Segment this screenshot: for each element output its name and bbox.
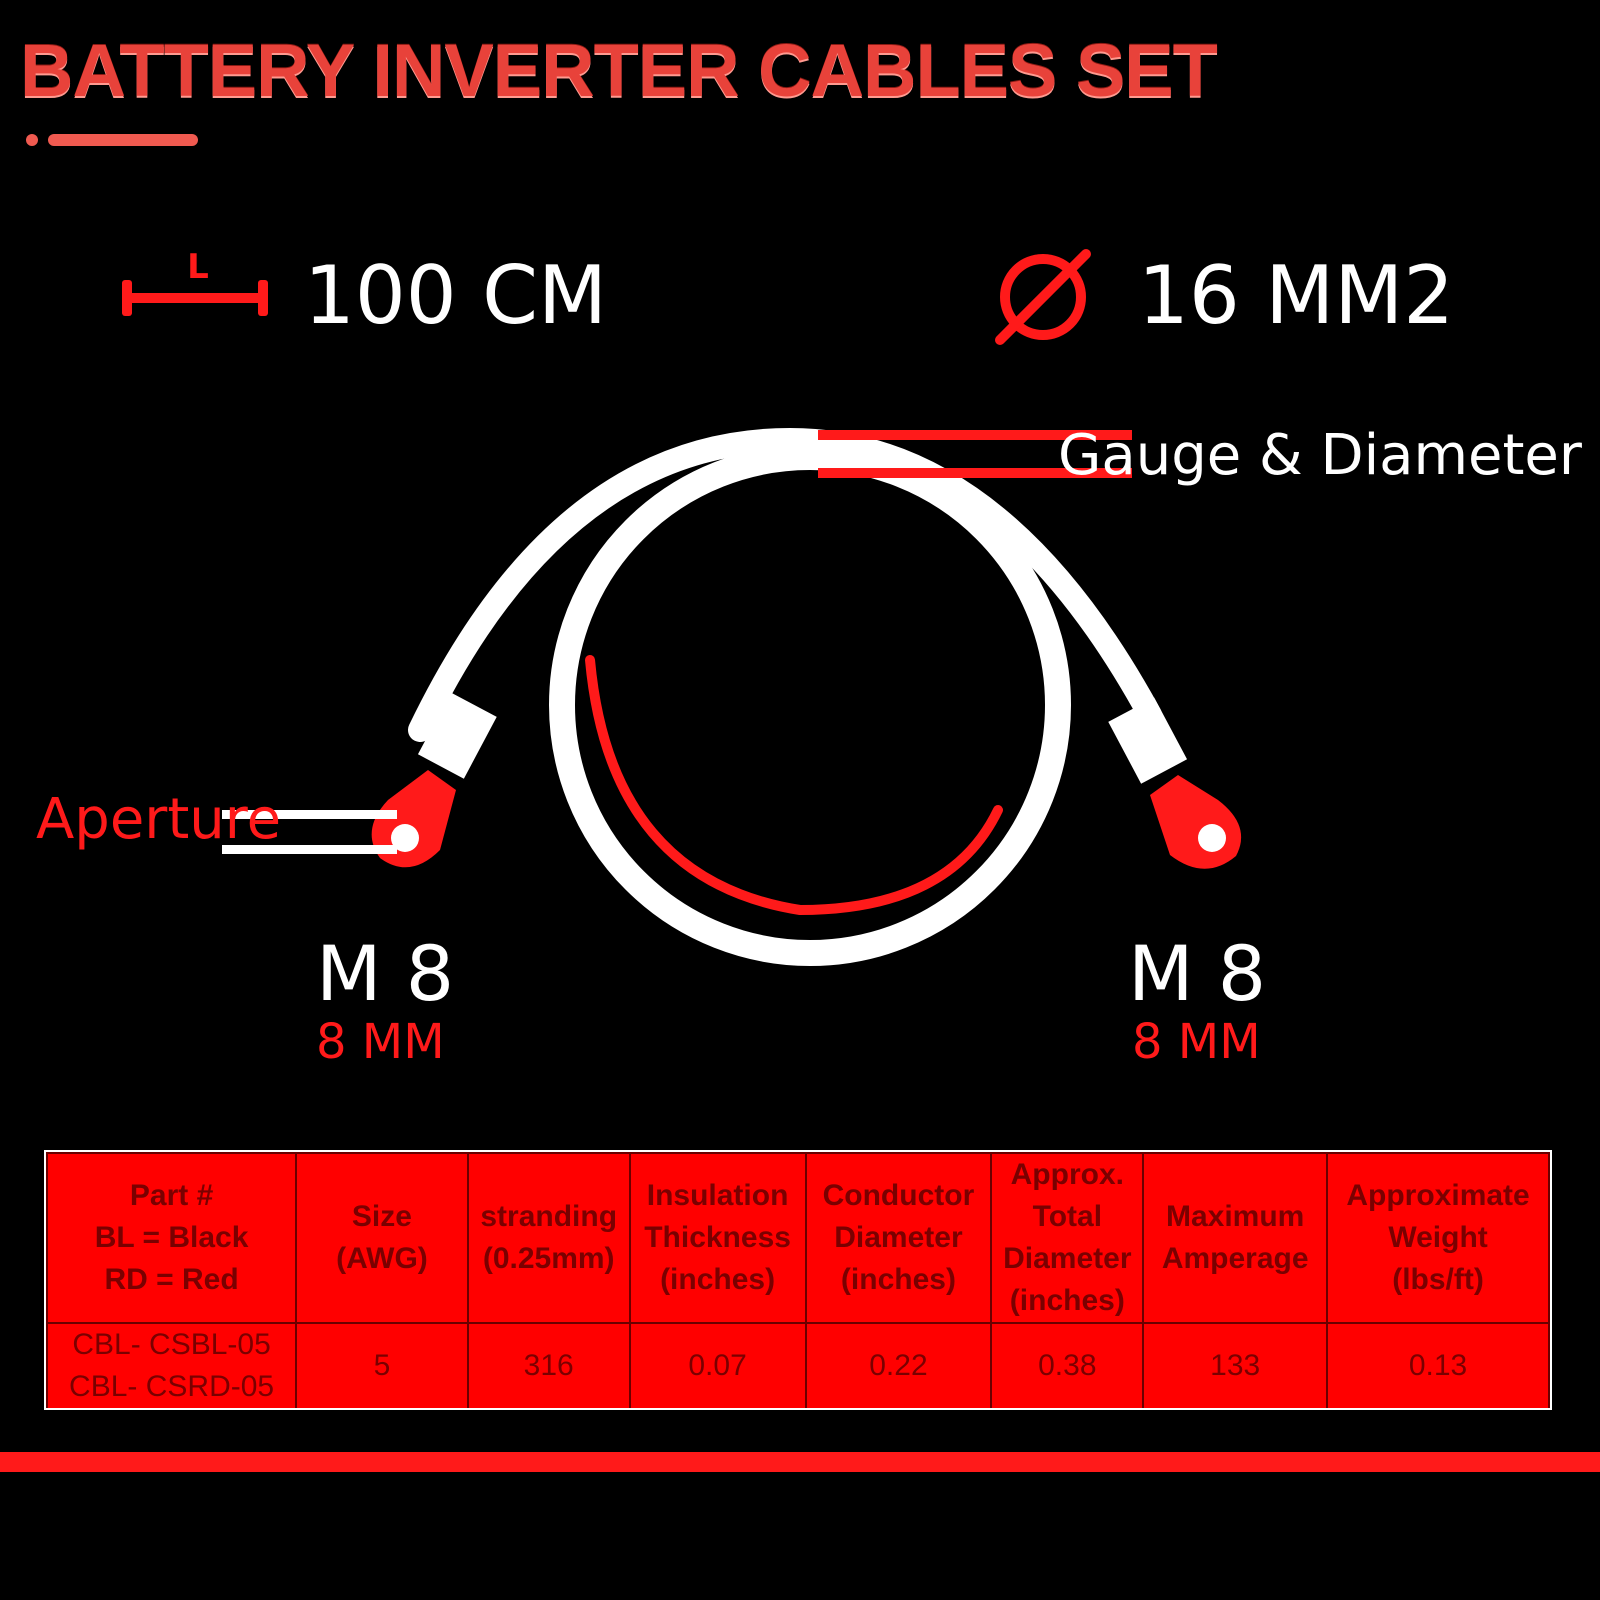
spec-table: Part # BL = Black RD = Red Size (AWG) st… bbox=[45, 1152, 1550, 1410]
cell-part-number: CBL- CSBL-05 CBL- CSRD-05 bbox=[45, 1322, 298, 1410]
right-lug-mm: 8 MM bbox=[1132, 1014, 1261, 1070]
cell-size: 5 bbox=[295, 1322, 469, 1410]
header-stranding: stranding (0.25mm) bbox=[466, 1152, 631, 1324]
table-row: CBL- CSBL-05 CBL- CSRD-05 5 316 0.07 0.2… bbox=[45, 1322, 1550, 1410]
aperture-callout: Aperture bbox=[36, 787, 282, 852]
header-conductor-diameter: Conductor Diameter (inches) bbox=[804, 1152, 993, 1324]
header-insulation-thickness: Insulation Thickness (inches) bbox=[628, 1152, 807, 1324]
length-icon: L bbox=[122, 248, 268, 316]
diameter-value: 16 MM2 bbox=[1138, 249, 1455, 342]
length-icon-label: L bbox=[187, 248, 209, 287]
right-lug-size: M 8 bbox=[1128, 929, 1267, 1018]
cell-stranding: 316 bbox=[466, 1322, 631, 1410]
title-underline bbox=[48, 134, 198, 146]
header-total-diameter: Approx. Total Diameter (inches) bbox=[990, 1152, 1145, 1324]
header-maximum-amperage: Maximum Amperage bbox=[1142, 1152, 1329, 1324]
right-ring-terminal bbox=[1150, 775, 1242, 869]
page-title: BATTERY INVERTER CABLES SET bbox=[20, 29, 1218, 112]
cell-conductor-diameter: 0.22 bbox=[804, 1322, 993, 1410]
title-underline-dot bbox=[26, 134, 38, 146]
left-ring-terminal bbox=[371, 770, 456, 868]
header-size: Size (AWG) bbox=[295, 1152, 469, 1324]
table-header-row: Part # BL = Black RD = Red Size (AWG) st… bbox=[45, 1152, 1550, 1324]
gauge-diameter-callout: Gauge & Diameter bbox=[1058, 423, 1582, 488]
cell-weight: 0.13 bbox=[1326, 1322, 1550, 1410]
length-value: 100 CM bbox=[304, 249, 608, 342]
bottom-divider bbox=[0, 1452, 1600, 1472]
header-part-number: Part # BL = Black RD = Red bbox=[45, 1152, 298, 1324]
left-lug-size: M 8 bbox=[316, 929, 455, 1018]
left-lug-mm: 8 MM bbox=[316, 1014, 445, 1070]
diameter-icon bbox=[995, 249, 1091, 345]
cell-maximum-amperage: 133 bbox=[1142, 1322, 1329, 1410]
cell-total-diameter: 0.38 bbox=[990, 1322, 1145, 1410]
cell-insulation-thickness: 0.07 bbox=[628, 1322, 807, 1410]
header-weight: Approximate Weight (lbs/ft) bbox=[1326, 1152, 1550, 1324]
